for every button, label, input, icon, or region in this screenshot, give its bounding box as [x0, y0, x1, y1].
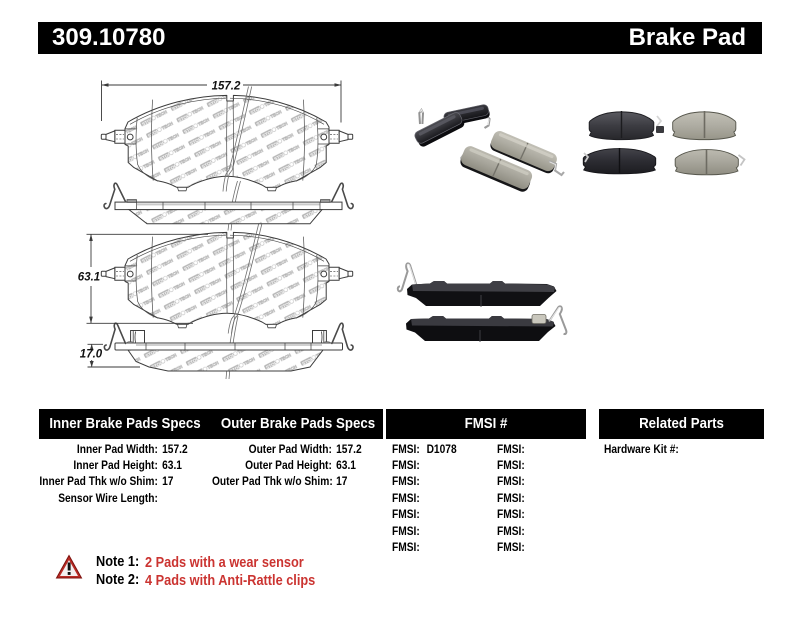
svg-text:63.1: 63.1: [78, 272, 100, 284]
svg-text:157.2: 157.2: [212, 81, 241, 93]
svg-text:17.0: 17.0: [80, 349, 103, 361]
